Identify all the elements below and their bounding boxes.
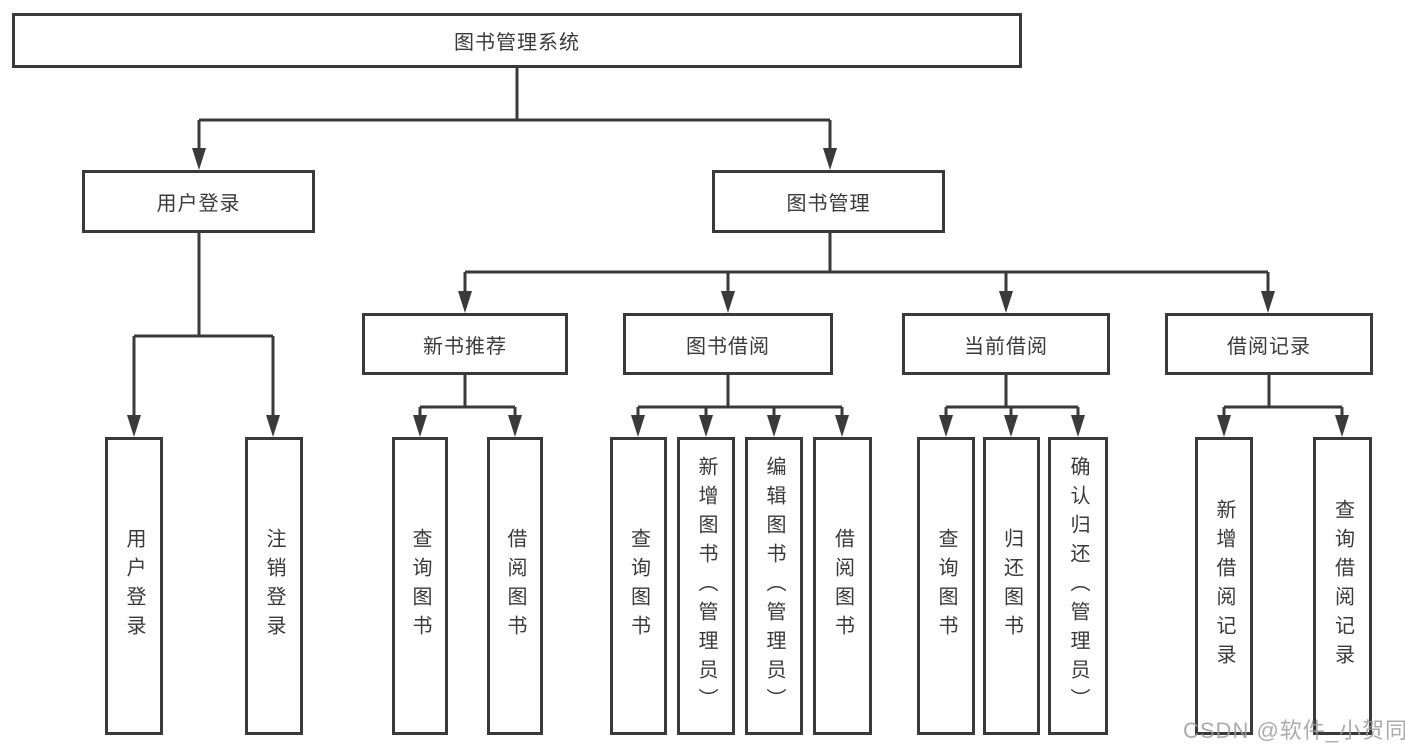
- node-label: 图书管理系统: [454, 32, 580, 54]
- node-label: 查询图书: [935, 528, 957, 644]
- node-label: 确认归还（管理员）: [1067, 455, 1089, 717]
- node-label: 归还图书: [1000, 528, 1023, 644]
- node-book-borrowing: 图书借阅: [623, 313, 833, 375]
- node-label: 借阅图书: [831, 528, 854, 644]
- node-label: 当前借阅: [964, 335, 1048, 358]
- node-current-borrowing: 当前借阅: [902, 313, 1110, 375]
- node-label: 注销登录: [263, 528, 285, 644]
- node-borrowing-records: 借阅记录: [1165, 313, 1373, 375]
- node-label: 图书管理: [786, 193, 871, 215]
- node-label: 用户登录: [123, 528, 145, 644]
- node-book-management: 图书管理: [712, 170, 945, 233]
- connector-line: [197, 68, 832, 148]
- connector-line: [463, 233, 1270, 291]
- leaf-query-books-borrowing: 查询图书: [610, 437, 667, 735]
- leaf-query-books-recommend: 查询图书: [392, 437, 448, 735]
- node-label: 图书借阅: [686, 335, 770, 358]
- connector-line: [132, 233, 275, 415]
- node-user-login: 用户登录: [82, 170, 315, 233]
- node-label: 用户登录: [156, 193, 241, 215]
- node-library-management-system: 图书管理系统: [12, 13, 1022, 68]
- leaf-confirm-return-admin: 确认归还（管理员）: [1048, 437, 1108, 735]
- leaf-user-login: 用户登录: [105, 437, 163, 735]
- arrowhead: [192, 148, 837, 170]
- leaf-query-books-current: 查询图书: [917, 437, 975, 735]
- connector-line: [944, 375, 1080, 415]
- leaf-return-books: 归还图书: [983, 437, 1040, 735]
- csdn-watermark: CSDN @软件_小贺同学: [1183, 718, 1405, 743]
- node-label: 借阅记录: [1227, 335, 1311, 358]
- node-label: 借阅图书: [504, 528, 526, 644]
- connector-line: [1222, 375, 1344, 415]
- node-label: 查询图书: [627, 528, 650, 644]
- node-label: 查询借阅记录: [1331, 499, 1354, 673]
- connector-line: [636, 375, 844, 415]
- node-label: 查询图书: [409, 528, 431, 644]
- arrowhead: [1217, 415, 1349, 437]
- node-new-book-recommendation: 新书推荐: [362, 313, 568, 375]
- leaf-add-borrow-record: 新增借阅记录: [1195, 437, 1253, 735]
- node-label: 新增借阅记录: [1213, 499, 1235, 673]
- leaf-add-books-admin: 新增图书（管理员）: [677, 437, 735, 735]
- connector-line: [418, 375, 517, 415]
- leaf-borrow-books: 借阅图书: [813, 437, 872, 735]
- leaf-borrow-books-recommend: 借阅图书: [487, 437, 543, 735]
- arrowhead: [939, 415, 1085, 437]
- leaf-logout: 注销登录: [245, 437, 303, 735]
- node-label: 新增图书（管理员）: [695, 455, 717, 717]
- arrowhead: [631, 415, 849, 437]
- leaf-query-borrow-record: 查询借阅记录: [1313, 437, 1372, 735]
- arrowhead: [413, 415, 522, 437]
- arrowhead: [458, 291, 1275, 313]
- node-label: 编辑图书（管理员）: [763, 455, 785, 717]
- node-label: 新书推荐: [423, 335, 507, 358]
- leaf-edit-books-admin: 编辑图书（管理员）: [745, 437, 803, 735]
- arrowhead: [127, 415, 280, 437]
